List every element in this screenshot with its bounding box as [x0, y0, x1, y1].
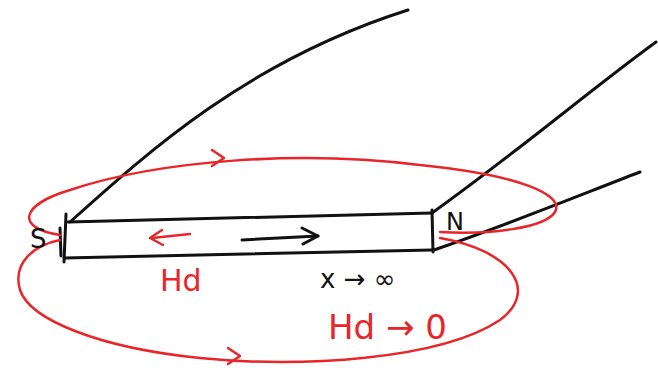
limit-note: Hd → 0	[328, 310, 447, 344]
magnet-edge	[64, 250, 432, 258]
magnet-edge	[68, 213, 432, 222]
magnetization-arrow	[242, 236, 318, 240]
field-line	[18, 238, 518, 362]
pole-label: N	[446, 210, 464, 234]
limit-note: x → ∞	[320, 266, 395, 292]
magnet-end	[60, 228, 61, 256]
field-symbol: Hd	[160, 266, 202, 296]
perspective-line	[432, 42, 656, 213]
field-arrow	[228, 348, 240, 364]
magnet-end	[432, 210, 433, 252]
perspective-line	[70, 10, 408, 222]
field-line	[29, 158, 556, 235]
demagnetizing-arrow	[152, 234, 190, 238]
magnetization-arrow	[302, 228, 318, 244]
perspective-line	[434, 172, 640, 250]
demagnetizing-arrow	[150, 230, 163, 245]
field-arrow	[212, 150, 224, 166]
magnet-end	[64, 214, 66, 262]
pole-label: S	[30, 226, 47, 252]
